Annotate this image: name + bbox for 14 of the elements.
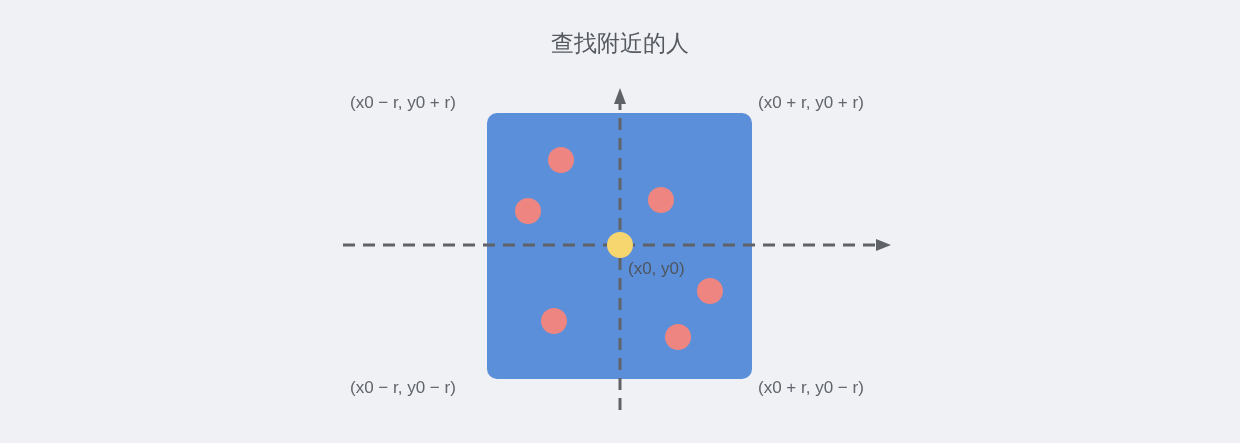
person-dot	[541, 308, 567, 334]
person-dot	[665, 324, 691, 350]
diagram-title: 查找附近的人	[551, 30, 689, 56]
search-square	[487, 113, 752, 379]
coordinate-label: (x0, y0)	[628, 259, 685, 279]
coordinate-label: (x0 + r, y0 − r)	[758, 378, 864, 398]
person-dot	[548, 147, 574, 173]
person-dot	[697, 278, 723, 304]
person-dot	[648, 187, 674, 213]
center-dot	[607, 232, 633, 258]
coordinate-label: (x0 − r, y0 + r)	[350, 93, 456, 113]
coordinate-label: (x0 − r, y0 − r)	[350, 378, 456, 398]
coordinate-label: (x0 + r, y0 + r)	[758, 93, 864, 113]
person-dot	[515, 198, 541, 224]
